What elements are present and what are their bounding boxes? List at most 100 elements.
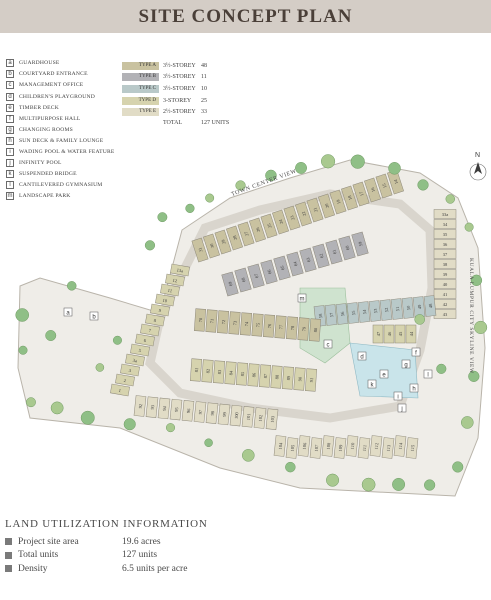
land-info-value: 6.5 units per acre	[122, 563, 188, 574]
unit-type-count: 48	[201, 62, 207, 69]
unit-number: 27	[243, 230, 249, 237]
facility-marker-label: m	[300, 297, 305, 303]
tree-icon	[320, 154, 336, 169]
unit-block-shape	[216, 310, 230, 334]
unit-block-shape	[433, 219, 457, 229]
unit-number: 76	[267, 323, 272, 329]
unit-number: 70	[198, 317, 203, 323]
unit-number: 101	[246, 413, 252, 420]
unit-block: 111	[357, 437, 371, 459]
unit-block: 59	[351, 231, 369, 257]
legend-label: COURTYARD ENTRANCE	[19, 71, 88, 78]
unit-number: 74	[244, 321, 249, 327]
unit-type-count: 11	[201, 74, 207, 81]
unit-block: 12	[165, 273, 185, 287]
unit-block: 3	[120, 363, 140, 377]
unit-number: 98	[210, 410, 216, 416]
unit-block: 15	[375, 173, 393, 199]
facility-marker: g	[401, 359, 411, 369]
unit-block-shape	[321, 435, 335, 457]
unit-block: 25	[260, 213, 278, 239]
unit-number: 33a	[442, 212, 449, 217]
land-utilization-section: LAND UTILIZATION INFORMATION Project sit…	[5, 518, 305, 576]
legend-key: j	[6, 159, 14, 168]
unit-block: 114	[393, 435, 407, 457]
unit-number: 88	[274, 374, 279, 380]
unit-block: 52	[379, 299, 393, 321]
unit-block-shape	[193, 308, 207, 332]
unit-block-shape	[203, 233, 220, 259]
unit-block: 65	[273, 255, 291, 281]
unit-block-shape	[155, 293, 175, 307]
unit-block: 88	[270, 365, 283, 389]
unit-block-shape	[433, 249, 457, 259]
tree-icon	[445, 194, 455, 204]
unit-number: 46	[387, 331, 392, 336]
unit-number: 18	[347, 194, 353, 201]
unit-number: 61	[331, 249, 337, 255]
unit-block: 42	[433, 299, 457, 309]
unit-number: 2	[123, 378, 126, 383]
facility-marker-label: i	[397, 395, 398, 401]
unit-number: 104	[278, 442, 284, 450]
unit-block: 50	[401, 297, 415, 319]
unit-number: 92	[138, 404, 143, 409]
unit-number: 16	[370, 186, 376, 193]
unit-number: 12	[172, 278, 177, 284]
legend-key: k	[6, 170, 14, 179]
unit-block: 47	[372, 324, 384, 344]
unit-number: 41	[443, 292, 448, 297]
unit-block-shape	[281, 366, 295, 390]
unit-block-shape	[352, 181, 370, 207]
legend-key: i	[6, 148, 14, 157]
unit-type-count: 25	[201, 97, 207, 104]
unit-block: 3a	[125, 353, 145, 367]
facility-marker-label: d	[360, 355, 363, 361]
unit-type-chip: TYPE E	[122, 108, 159, 117]
tree-icon	[50, 401, 64, 415]
unit-block-shape	[318, 193, 335, 219]
unit-number: 75	[255, 322, 260, 328]
unit-block: 70	[193, 308, 207, 332]
facility-marker-label: h	[412, 387, 415, 393]
tree-icon	[474, 320, 488, 334]
unit-number: 52	[384, 307, 389, 312]
tree-icon	[460, 416, 474, 429]
unit-number: 93	[150, 404, 156, 410]
tree-icon	[436, 363, 447, 374]
unit-block: 38	[433, 259, 457, 269]
unit-block-shape	[262, 314, 276, 338]
tree-icon	[326, 473, 340, 487]
unit-number: 23	[289, 214, 295, 221]
unit-block: 62	[312, 243, 330, 269]
unit-block-shape	[335, 303, 349, 325]
legend-key: f	[6, 114, 14, 123]
unit-number: 113	[386, 444, 392, 452]
unit-block-shape	[135, 333, 155, 347]
site-plan-svg: 31302928272625242322212019181716151433a3…	[15, 152, 488, 497]
facility-marker: j	[397, 403, 407, 413]
unit-block-shape	[394, 324, 406, 344]
unit-block-shape	[115, 373, 135, 387]
unit-type-storey: 3½-STOREY	[163, 74, 196, 81]
facility-marker: i	[393, 391, 403, 401]
unit-block-shape	[133, 395, 147, 417]
unit-block-shape	[433, 279, 457, 289]
unit-number: 105	[290, 444, 296, 452]
unit-block-shape	[346, 302, 360, 324]
unit-block: 75	[251, 313, 264, 337]
unit-block: 78	[285, 316, 299, 340]
legend-key: h	[6, 136, 14, 145]
tree-icon	[468, 370, 480, 382]
unit-blocks: 31302928272625242322212019181716151433a3…	[110, 169, 457, 459]
unit-number: 81	[194, 368, 199, 373]
unit-number: 36	[443, 242, 448, 247]
unit-block: 90	[293, 367, 306, 391]
facility-marker-label: b	[92, 315, 96, 321]
unit-type-storey: 3-STOREY	[163, 97, 192, 104]
legend-key: g	[6, 125, 14, 134]
